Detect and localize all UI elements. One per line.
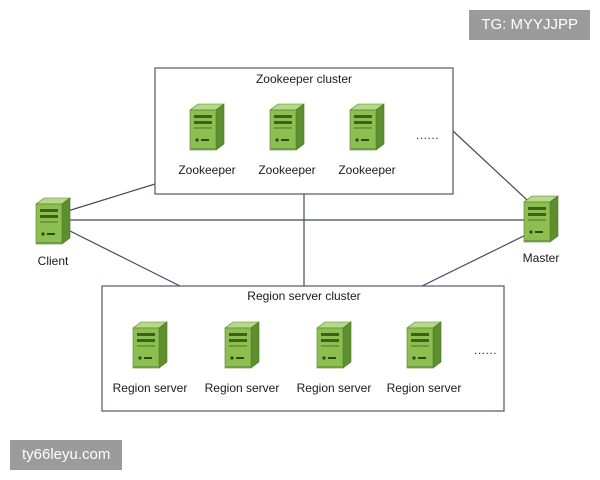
region-cluster-title: Region server cluster — [247, 289, 360, 303]
zookeeper-node-label: Zookeeper — [178, 163, 235, 177]
region-more-indicator: ...... — [474, 343, 497, 357]
link-master-region — [421, 227, 541, 287]
server-icon — [132, 321, 168, 369]
region-node-label: Region server — [297, 381, 372, 395]
server-icon — [406, 321, 442, 369]
master-label: Master — [523, 251, 560, 265]
watermark-telegram: TG: MYYJJPP — [469, 10, 590, 40]
zookeeper-more-indicator: ...... — [416, 128, 439, 142]
watermark-site: ty66leyu.com — [10, 440, 123, 470]
zookeeper-cluster: Zookeeper cluster Zookeeper Zookeeper Zo… — [154, 67, 454, 195]
server-icon — [269, 103, 305, 151]
link-client-zookeeper — [57, 183, 156, 215]
client-label: Client — [38, 254, 69, 268]
server-icon — [523, 195, 559, 243]
server-icon — [349, 103, 385, 151]
server-icon — [224, 321, 260, 369]
client-node: Client — [35, 197, 71, 268]
master-node: Master — [523, 195, 560, 265]
region-server-cluster: Region server cluster Region server Regi… — [101, 285, 505, 412]
zookeeper-node-label: Zookeeper — [338, 163, 395, 177]
link-zookeeper-master — [452, 130, 541, 213]
zookeeper-node-label: Zookeeper — [258, 163, 315, 177]
link-client-region — [57, 224, 181, 287]
server-icon — [189, 103, 225, 151]
zookeeper-cluster-title: Zookeeper cluster — [256, 72, 352, 86]
region-node-label: Region server — [113, 381, 188, 395]
region-node-label: Region server — [205, 381, 280, 395]
connections — [57, 130, 541, 287]
server-icon — [35, 197, 71, 245]
server-icon — [316, 321, 352, 369]
region-node-label: Region server — [387, 381, 462, 395]
